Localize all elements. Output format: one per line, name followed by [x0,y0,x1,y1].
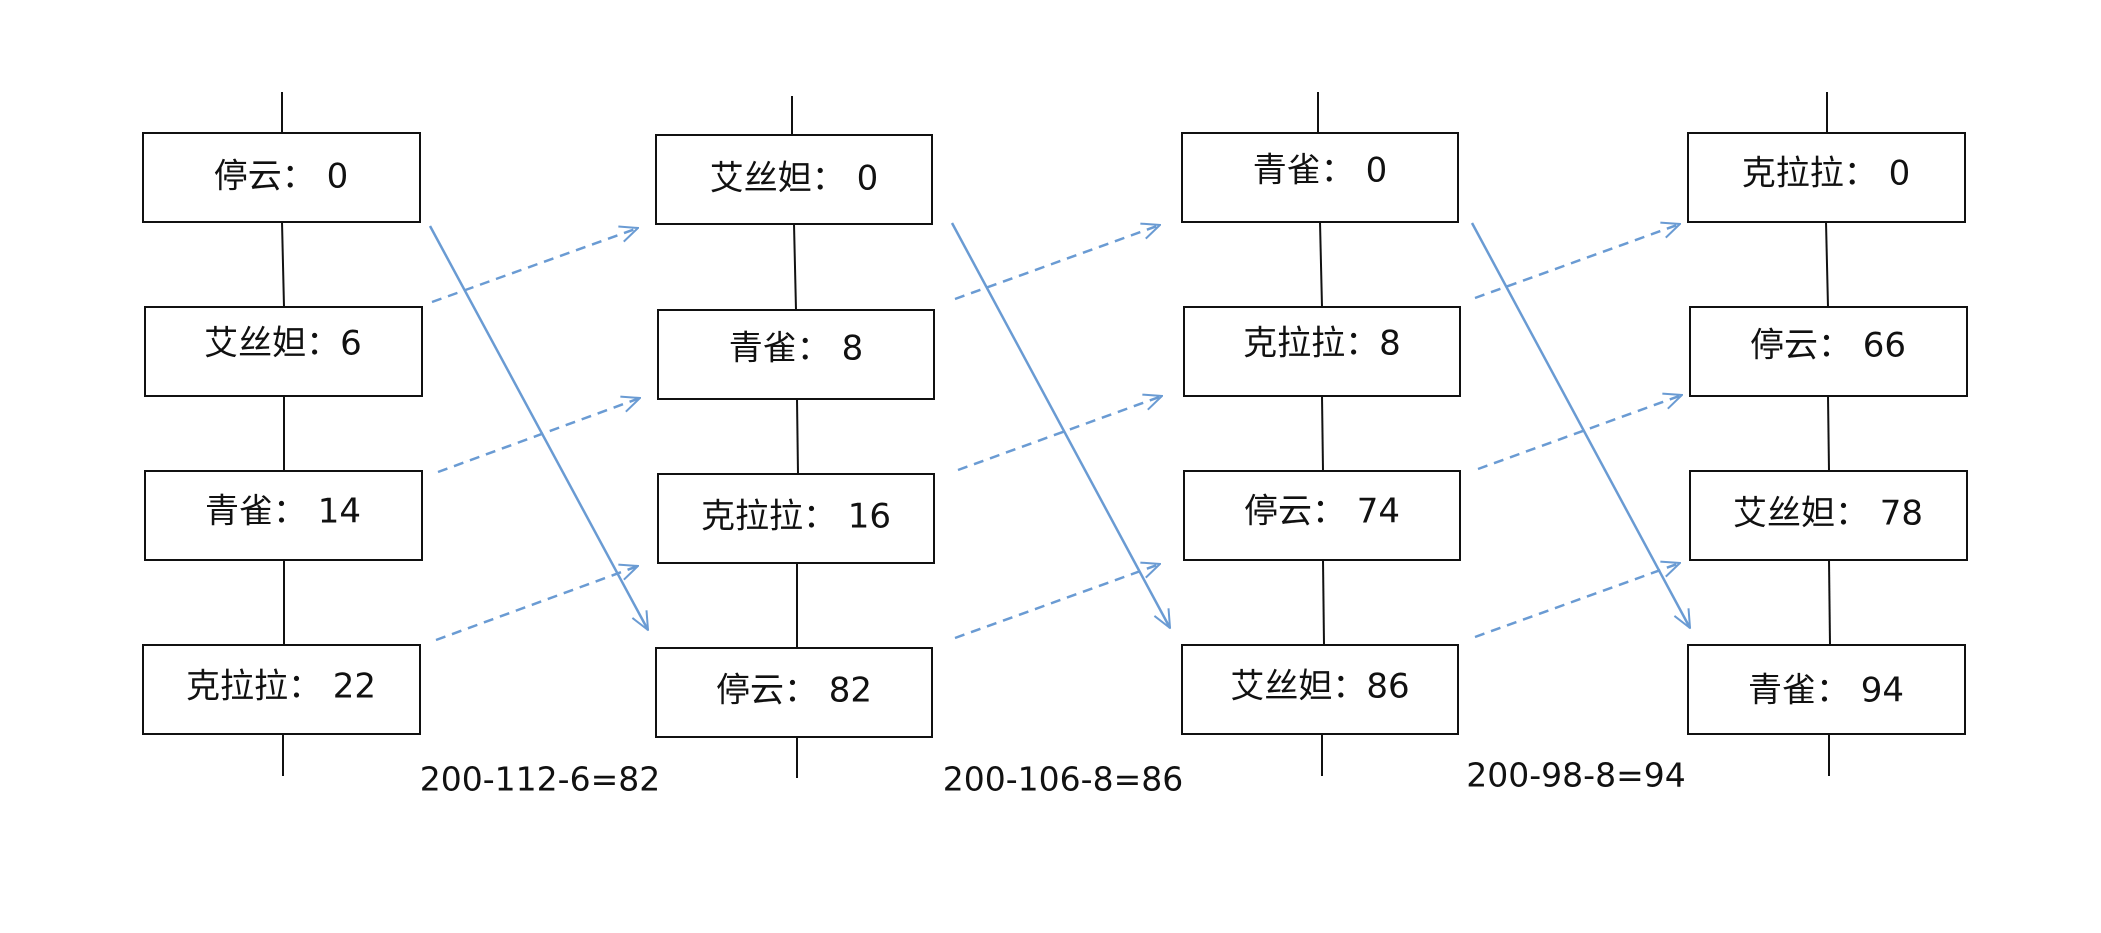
item-label: 青雀： 94 [1748,671,1904,711]
formula-label: 200-98-8=94 [1466,756,1685,795]
item-label: 青雀： 0 [1253,151,1387,191]
item-label: 克拉拉： 0 [1742,154,1910,194]
item-label: 停云： 74 [1244,492,1400,532]
list-item: 艾丝妲： 0 [655,134,933,225]
dashed-arrow [957,396,1162,472]
item-label: 艾丝妲：6 [204,324,362,364]
formula-label: 200-106-8=86 [943,760,1183,799]
timeline [1319,221,1323,308]
list-item: 克拉拉：8 [1183,306,1461,397]
transition-3: 200-98-8=94 [1466,223,1690,795]
item-label: 克拉拉： 22 [186,667,376,707]
list-item: 青雀： 14 [144,470,423,561]
timeline [1828,559,1831,646]
list-item: 青雀： 8 [657,309,935,400]
item-label: 青雀： 14 [205,492,361,532]
item-label: 停云： 82 [716,671,872,711]
item-label: 青雀： 8 [729,329,863,369]
item-label: 克拉拉： 16 [701,497,891,537]
list-item: 青雀： 0 [1181,132,1459,223]
column-2: 艾丝妲： 0 青雀： 8 克拉拉： 16 停云： 82 [655,96,935,778]
timeline [281,221,285,308]
dashed-arrow [437,398,640,474]
column-1: 停云： 0 艾丝妲：6 青雀： 14 克拉拉： 22 [142,92,423,776]
list-item: 克拉拉： 16 [657,473,935,564]
list-item: 停云： 66 [1689,306,1968,397]
item-label: 停云： 0 [214,157,348,197]
timeline [796,398,799,475]
solid-arrow [1470,222,1690,628]
list-item: 艾丝妲： 78 [1689,470,1968,561]
list-item: 停云： 82 [655,647,933,738]
solid-arrow [950,222,1170,628]
timeline [1322,559,1325,646]
list-item: 艾丝妲：6 [144,306,423,397]
list-item: 青雀： 94 [1687,644,1966,735]
dashed-arrow [954,225,1160,301]
list-item: 停云： 74 [1183,470,1461,561]
dashed-arrow [431,228,638,304]
list-item: 停云： 0 [142,132,421,223]
list-item: 艾丝妲：86 [1181,644,1459,735]
timeline [1827,395,1830,472]
item-label: 克拉拉：8 [1243,324,1401,364]
item-label: 停云： 66 [1750,326,1906,366]
item-label: 艾丝妲： 0 [710,159,878,199]
solid-arrow [428,225,648,630]
transition-2: 200-106-8=86 [943,222,1183,799]
formula-label: 200-112-6=82 [420,760,660,799]
list-item: 克拉拉： 22 [142,644,421,735]
column-3: 青雀： 0 克拉拉：8 停云： 74 艾丝妲：86 [1181,92,1461,776]
dashed-arrow [1474,224,1680,300]
dashed-arrow [435,566,638,642]
timeline [1321,395,1324,472]
timeline [1825,221,1829,308]
transition-1: 200-112-6=82 [420,225,660,799]
column-4: 克拉拉： 0 停云： 66 艾丝妲： 78 青雀： 94 [1687,92,1968,776]
dashed-arrow [1474,563,1680,639]
timeline [793,223,797,311]
list-item: 克拉拉： 0 [1687,132,1966,223]
dashed-arrow [1477,395,1682,471]
item-label: 艾丝妲： 78 [1733,494,1923,534]
dashed-arrow [954,564,1160,640]
item-label: 艾丝妲：86 [1230,667,1409,707]
